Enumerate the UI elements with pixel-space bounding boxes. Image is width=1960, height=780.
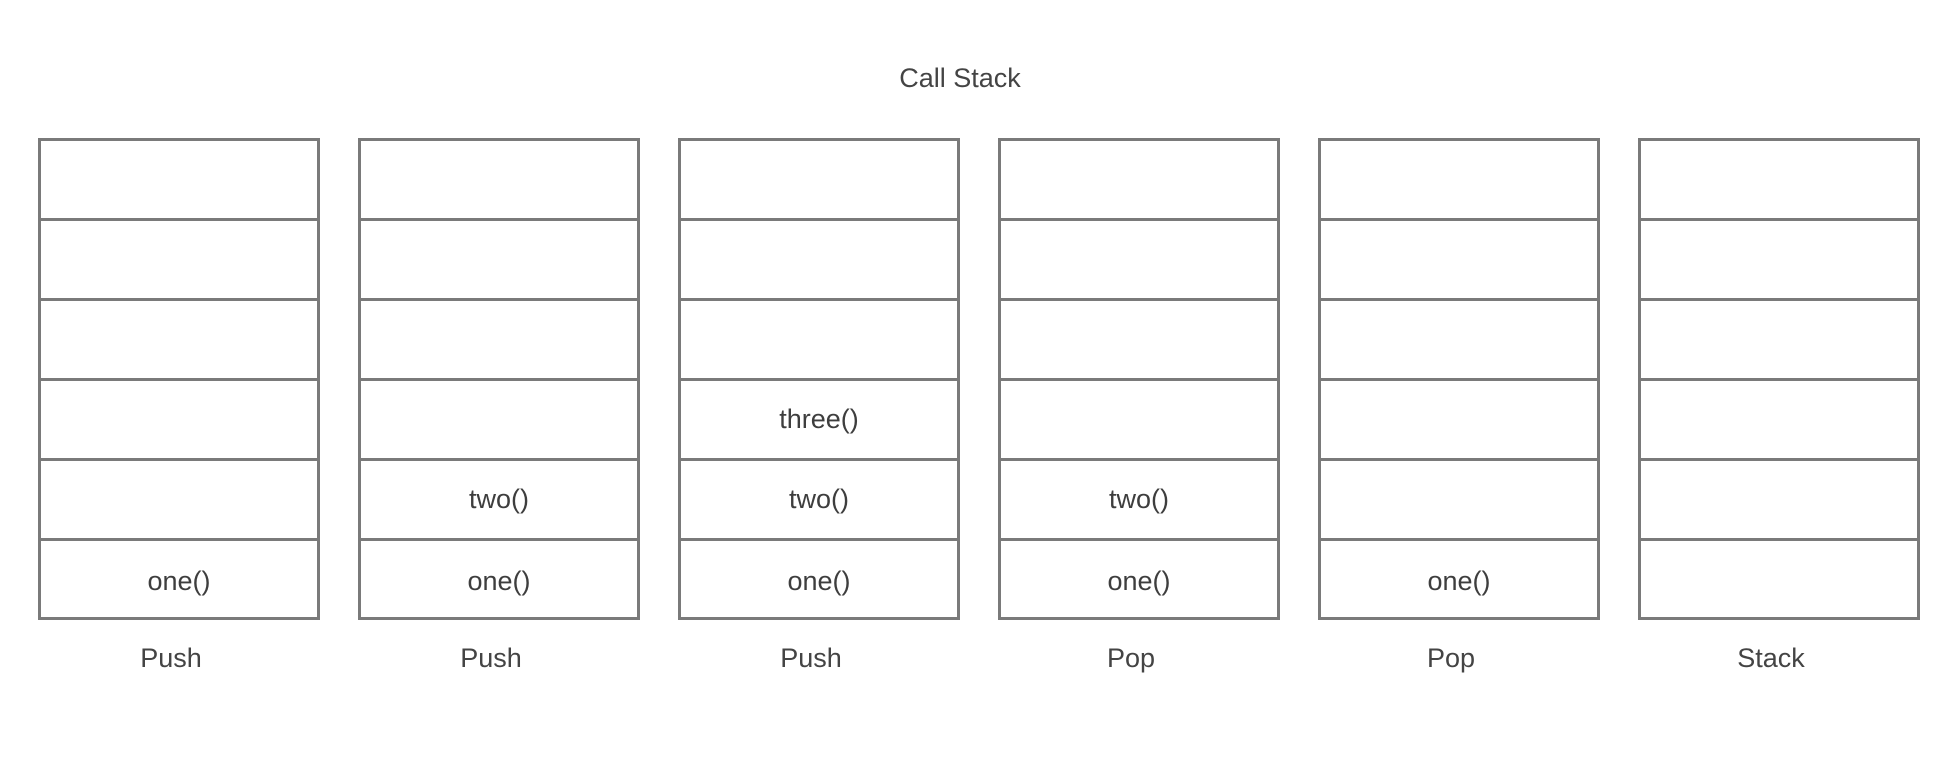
stack-frame: one()	[361, 541, 637, 621]
stack-frame: one()	[1001, 541, 1277, 621]
stack-frame: two()	[681, 461, 957, 541]
stack-frame-label: two()	[789, 484, 849, 514]
stack-column-4: two() one()	[998, 138, 1280, 620]
stack-frame-label: one()	[1427, 565, 1491, 596]
stack-frame	[1001, 301, 1277, 381]
stack-column-3: three() two() one()	[678, 138, 960, 620]
stack-column-6	[1638, 138, 1920, 620]
stack-frame-label: one()	[147, 565, 211, 596]
stack-column-5: one()	[1318, 138, 1600, 620]
diagram-title: Call Stack	[899, 63, 1021, 93]
stack-frame-label: two()	[469, 484, 529, 514]
stack-frame-label: one()	[787, 565, 851, 596]
stack-caption: Pop	[1106, 643, 1156, 673]
stack-caption: Pop	[1426, 643, 1476, 673]
stack-frame	[681, 221, 957, 301]
stack-frame: two()	[1001, 461, 1277, 541]
stack-frame	[361, 141, 637, 221]
stack-frame-label: one()	[467, 565, 531, 596]
stack-frame	[681, 141, 957, 221]
stack-frame: one()	[681, 541, 957, 621]
stack-frame	[1641, 461, 1917, 541]
stack-frame	[1321, 381, 1597, 461]
stack-frame	[1641, 141, 1917, 221]
stack-frame	[1641, 541, 1917, 621]
stack-frame	[41, 461, 317, 541]
stack-frame	[1321, 301, 1597, 381]
stack-frame	[361, 221, 637, 301]
stack-frame	[1321, 141, 1597, 221]
stack-frame: three()	[681, 381, 957, 461]
stack-frame	[1321, 461, 1597, 541]
stack-frame	[1641, 381, 1917, 461]
stack-frame	[1321, 221, 1597, 301]
stack-frame	[41, 381, 317, 461]
stack-frame	[1001, 141, 1277, 221]
stack-column-1: one()	[38, 138, 320, 620]
stack-column-2: two() one()	[358, 138, 640, 620]
stack-frame	[41, 221, 317, 301]
stack-frame	[41, 301, 317, 381]
stack-frame	[1001, 381, 1277, 461]
stack-frame	[361, 301, 637, 381]
stack-caption: Stack	[1737, 643, 1805, 673]
stack-frame-label: one()	[1107, 565, 1171, 596]
stack-frame-label: three()	[779, 404, 859, 434]
stack-frame: two()	[361, 461, 637, 541]
stack-caption: Push	[780, 643, 842, 673]
stack-caption: Push	[460, 643, 522, 673]
stack-frame	[41, 141, 317, 221]
stack-frame	[1641, 301, 1917, 381]
stack-frame	[681, 301, 957, 381]
stack-frame: one()	[41, 541, 317, 621]
stack-frame	[1641, 221, 1917, 301]
stack-frame-label: two()	[1109, 484, 1169, 514]
stack-frame	[1001, 221, 1277, 301]
stack-frame	[361, 381, 637, 461]
stack-caption: Push	[140, 643, 202, 673]
stack-frame: one()	[1321, 541, 1597, 621]
